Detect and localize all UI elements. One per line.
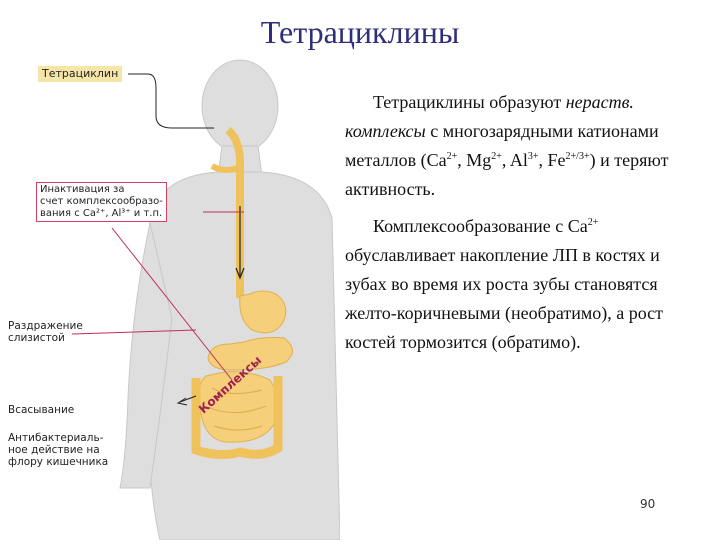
absorption-label: Всасывание: [8, 404, 74, 416]
inactivation-label: Инактивация за счет комплексообразо- ван…: [36, 182, 167, 222]
paragraph-accumulation: Комплексообразование с Ca2+ обуславливае…: [345, 212, 695, 357]
anatomy-figure: Тетрациклин Инактивация за счет комплекс…: [0, 58, 340, 540]
paragraph-complexes: Тетрациклины образуют нераств. комплексы…: [345, 88, 695, 204]
irritation-label: Раздражение слизистой: [8, 320, 83, 344]
drug-label: Тетрациклин: [38, 66, 122, 82]
drug-leader: [128, 74, 214, 128]
slide-title: Тетрациклины: [0, 14, 720, 51]
page-number: 90: [640, 497, 655, 511]
antibacterial-label: Антибактериаль- ное действие на флору ки…: [8, 432, 108, 468]
body-text: Тетрациклины образуют нераств. комплексы…: [345, 88, 695, 365]
